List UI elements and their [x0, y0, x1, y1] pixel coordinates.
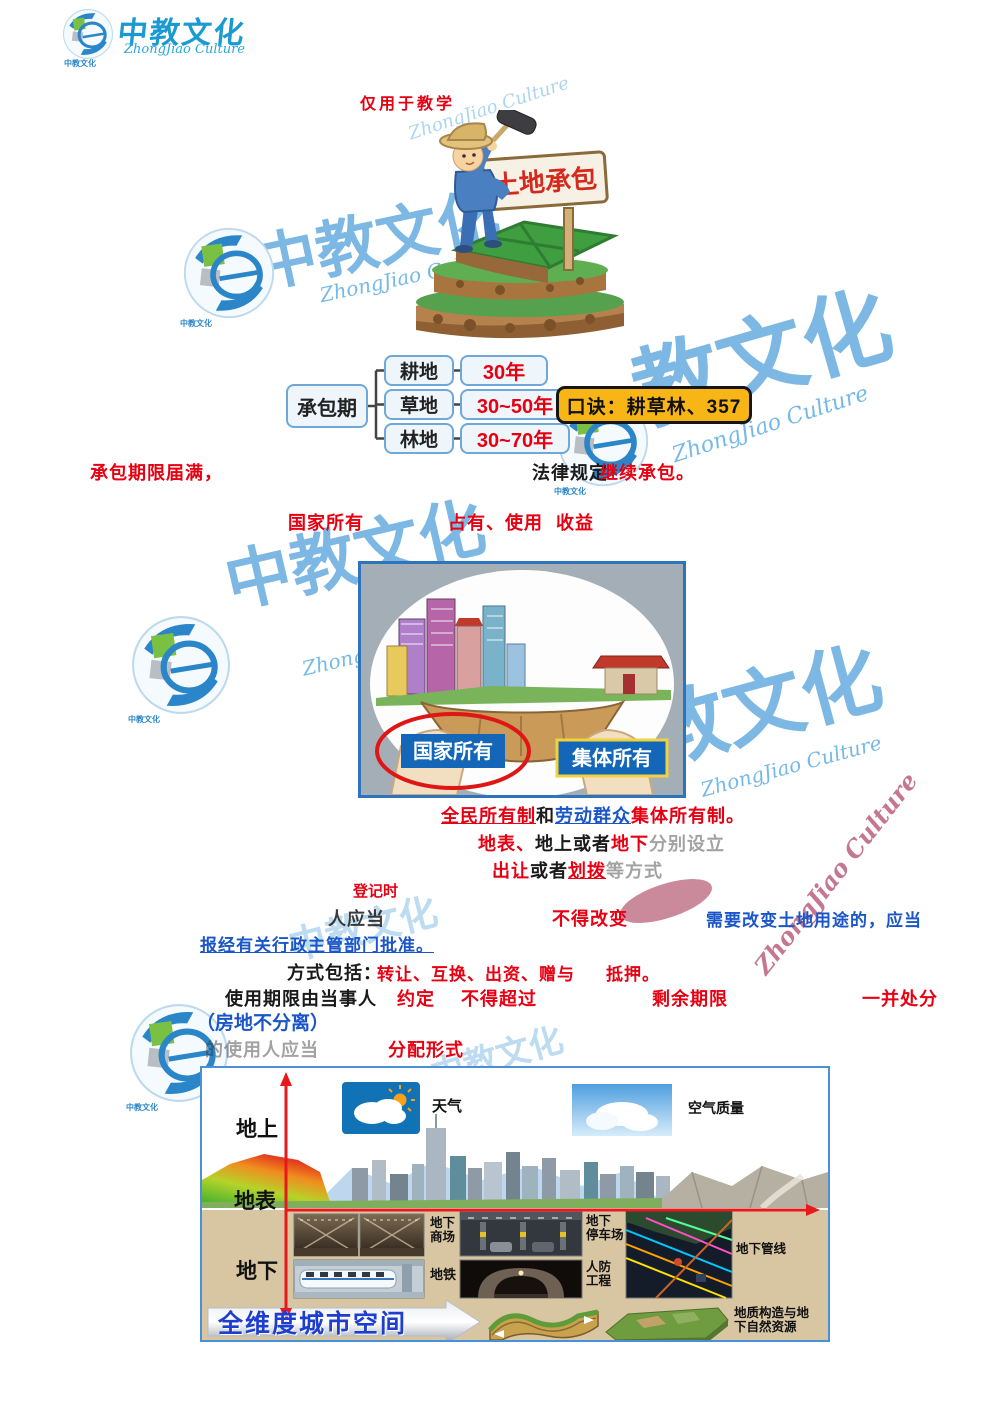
- level-surface-label: 地表: [234, 1190, 276, 1213]
- line-principle: （房地不分离）: [196, 1013, 330, 1034]
- parking-label: 地下停车场: [586, 1214, 624, 1243]
- geology-label: 地质构造与地下自然资源: [734, 1306, 810, 1335]
- line-state-owned: 国家所有: [288, 513, 364, 533]
- flowchart-duration-grassland: 30~50年: [460, 389, 570, 420]
- brand-badge: 中教文化: [64, 59, 96, 68]
- top-note: 仅用于教学: [360, 96, 456, 113]
- line-ownership-systems: 全民所有制和劳动群众集体所有制。: [441, 806, 745, 826]
- level-below-label: 地下: [236, 1260, 278, 1283]
- line-methods-mortgage: 抵押。: [606, 965, 660, 984]
- line-methods-list: 转让、互换、出资、赠与: [377, 965, 575, 984]
- land-contract-illustration: 土地承包: [416, 110, 624, 339]
- pipes-label: 地下管线: [736, 1242, 787, 1256]
- flowchart-type-grassland: 草地: [384, 389, 454, 420]
- flowchart-duration-forest: 30~70年: [460, 423, 570, 454]
- brand-globe-icon: [62, 8, 114, 60]
- line-expiry-law: 法律规定: [532, 463, 608, 483]
- line-surface-levels: 地表、地上或者地下分别设立: [478, 834, 725, 854]
- line-expiry-start: 承包期限届满，: [90, 463, 223, 483]
- line-approval: 报经有关行政主管部门批准。: [200, 936, 434, 955]
- line-register: 登记时: [353, 883, 399, 900]
- line-user-duty: 的使用人应当: [205, 1040, 319, 1060]
- civil-defense-label: 人防工程: [586, 1260, 612, 1289]
- line-allocation-form: 分配形式: [388, 1040, 464, 1060]
- weather-label: 天气: [432, 1098, 463, 1115]
- watermark-globe-caption: 中教文化: [554, 487, 586, 496]
- sign-text: 土地承包: [492, 163, 598, 200]
- line-possess-use: 占有、使用: [448, 513, 543, 533]
- flowchart-connectors: [368, 369, 460, 440]
- watermark-globe-caption: 中教文化: [126, 1103, 158, 1112]
- line-no-change: 不得改变: [552, 909, 628, 929]
- flowchart-duration-cropland: 30年: [460, 355, 548, 386]
- state-owned-label: 国家所有: [413, 739, 493, 763]
- line-grant-methods: 出让或者划拨等方式: [492, 861, 663, 881]
- line-term-limit: 不得超过: [461, 989, 537, 1009]
- watermark-globe: [182, 226, 276, 320]
- line-methods-intro: 方式包括：: [287, 963, 382, 983]
- watermark-globe: [130, 614, 232, 716]
- line-term-remaining: 剩余期限: [652, 989, 728, 1009]
- banner-title: 全维度城市空间: [218, 1310, 408, 1338]
- watermark-text: ZhongJiao Culture: [748, 766, 924, 980]
- mall-label: 地下商场: [430, 1216, 456, 1245]
- ownership-illustration: 国家所有 集体所有: [358, 561, 686, 798]
- flowchart-type-forest: 林地: [384, 423, 454, 454]
- line-change-use: 需要改变土地用途的，应当: [706, 911, 922, 930]
- line-term-dispose: 一并处分: [862, 989, 938, 1009]
- watermark-globe-caption: 中教文化: [128, 715, 160, 724]
- line-expiry-continue: 继续承包。: [600, 463, 695, 483]
- flowchart-root: 承包期: [286, 384, 368, 428]
- line-change-subject: 人应当: [328, 909, 385, 929]
- collective-owned-label: 集体所有: [571, 746, 652, 770]
- city-space-diagram: 地上 地表 地下 天气 空气质量 地下商场 地下停车场 地下管线 地铁 人防工程…: [200, 1066, 830, 1342]
- level-above-label: 地上: [236, 1118, 278, 1141]
- mnemonic-box: 口诀：耕草林、357: [556, 386, 752, 424]
- line-income: 收益: [556, 513, 594, 533]
- flowchart-type-cropland: 耕地: [384, 355, 454, 386]
- line-term-parties: 使用期限由当事人: [225, 989, 377, 1009]
- line-term-agree: 约定: [397, 989, 435, 1009]
- brand-subtitle: ZhongJiao Culture: [124, 42, 245, 57]
- metro-label: 地铁: [430, 1267, 457, 1282]
- watermark-globe-caption: 中教文化: [180, 319, 212, 328]
- watermark-text: ZhongJiao Culture: [698, 730, 885, 802]
- air-quality-label: 空气质量: [688, 1100, 744, 1116]
